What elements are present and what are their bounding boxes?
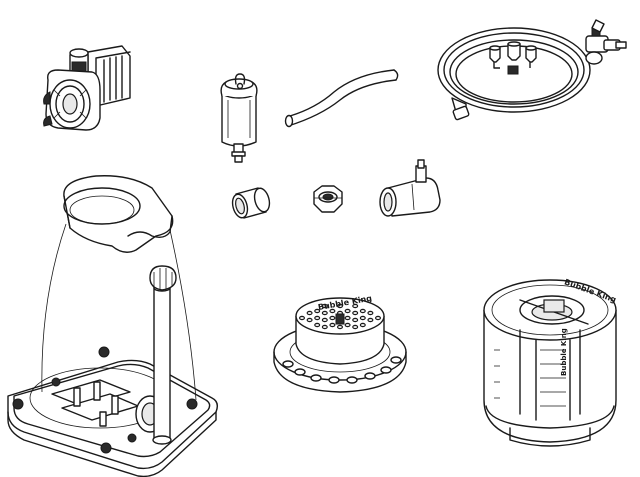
perforation-hole [375, 315, 382, 321]
perforation-hole [359, 322, 366, 328]
perforation-hole [344, 308, 351, 314]
perforation-hole [367, 310, 374, 316]
perforation-hole [329, 315, 336, 321]
perforation-hole [321, 317, 328, 323]
ball-valve [585, 19, 627, 65]
perforation-hole [344, 322, 351, 328]
tubing-coil [437, 19, 627, 121]
perforation-hole [306, 310, 313, 316]
perforation-hole [299, 315, 306, 321]
perforation-hole [352, 303, 359, 309]
perforation-hole [314, 308, 321, 314]
rim-slots [282, 356, 402, 384]
perforation-hole [367, 317, 374, 323]
perforation-hole [321, 324, 328, 330]
sleeve-coupling [231, 187, 271, 219]
perforation-hole [337, 303, 344, 309]
perforation-hole [352, 317, 359, 323]
skimmer-stand [7, 175, 219, 477]
perforation-hole [352, 324, 359, 330]
perforation-hole [344, 315, 351, 321]
perforation-hole [314, 315, 321, 321]
perforation-hole [352, 310, 359, 316]
perforation-hole [329, 308, 336, 314]
skimmer-side-brand-label: Bubble King [560, 328, 568, 376]
flexible-tube [284, 69, 399, 128]
perforation-hole [314, 322, 321, 328]
perforation-hole [329, 322, 336, 328]
perforation-hole [321, 303, 328, 309]
perforation-hole [306, 317, 313, 323]
diffuser-plate: Bubble King [273, 294, 407, 393]
perforation-hole [337, 324, 344, 330]
perforation-hole [321, 310, 328, 316]
perforation-hole [359, 315, 366, 321]
skimmer-body: Bubble King Bubble King [483, 277, 618, 447]
filter-canister [220, 73, 258, 163]
elbow-connector [379, 159, 441, 217]
small-fittings [489, 41, 537, 75]
perforation-hole [359, 308, 366, 314]
pump [43, 45, 131, 131]
hex-nut [313, 185, 343, 213]
